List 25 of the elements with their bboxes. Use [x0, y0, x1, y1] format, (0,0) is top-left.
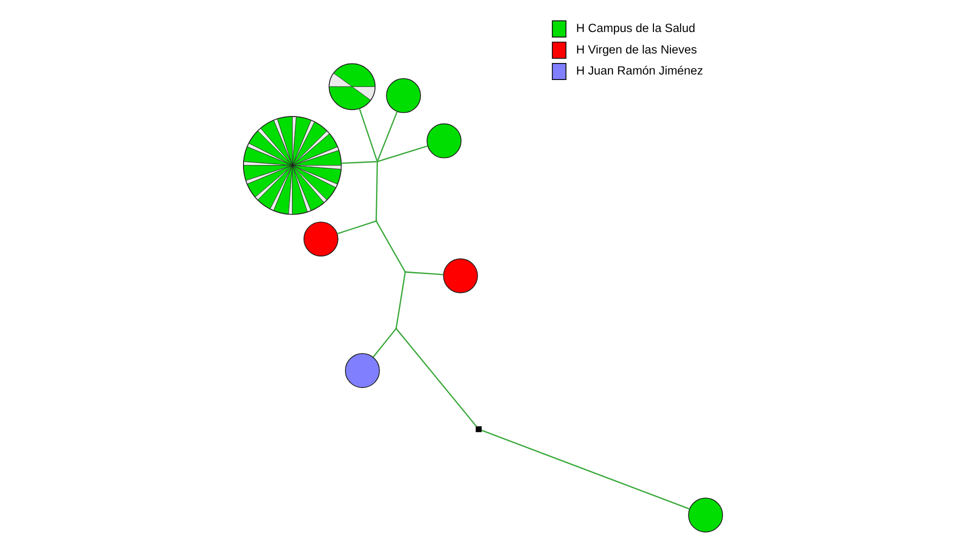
legend-label: H Juan Ramón Jiménez	[576, 64, 703, 78]
connector	[377, 145, 428, 162]
node-circle	[386, 78, 420, 114]
connector	[376, 111, 398, 162]
node-point	[394, 328, 397, 330]
legend-label: H Virgen de las Nieves	[576, 42, 696, 56]
legend-label: H Campus de la Salud	[576, 21, 695, 36]
connector	[358, 108, 378, 161]
node-circle	[688, 498, 723, 533]
node-circle	[426, 123, 461, 158]
connector	[396, 328, 476, 427]
node-point	[404, 270, 406, 274]
connector	[375, 162, 378, 220]
connector	[336, 220, 376, 234]
connector	[376, 222, 405, 272]
node-circle	[302, 222, 338, 256]
node-circle	[442, 258, 478, 294]
connector	[480, 430, 690, 510]
connector	[395, 272, 406, 328]
node-point	[376, 160, 378, 163]
node-box	[475, 426, 482, 432]
node-circle	[344, 353, 380, 388]
connector	[405, 271, 443, 276]
connector	[340, 161, 376, 164]
connector	[372, 328, 396, 358]
